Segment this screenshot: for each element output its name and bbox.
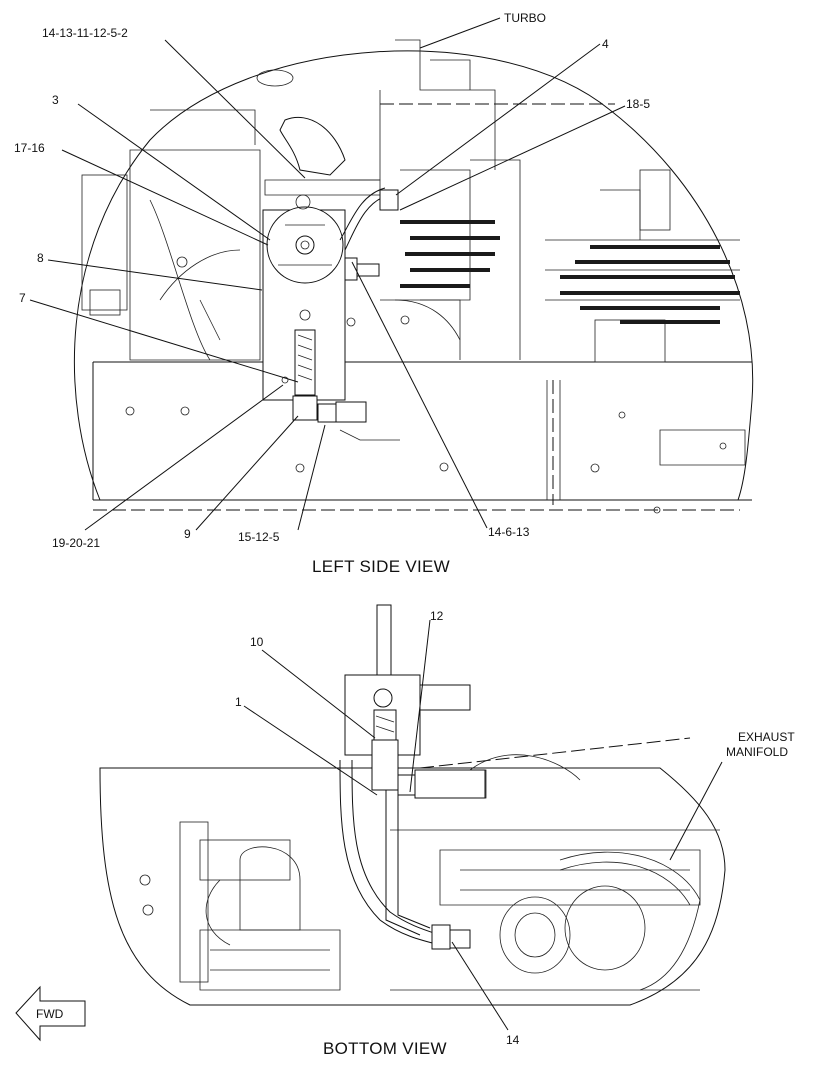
- callout-17-16: 17-16: [14, 141, 45, 155]
- callout-19-20-21: 19-20-21: [52, 536, 100, 550]
- callout-15-12-5: 15-12-5: [238, 530, 280, 544]
- valve-housing: [262, 187, 400, 441]
- left-side-view-caption: LEFT SIDE VIEW: [312, 557, 450, 576]
- callout-14-13-11-12-5-2: 14-13-11-12-5-2: [42, 26, 128, 40]
- callout-8: 8: [37, 251, 44, 265]
- bottom-view-outline: [99, 767, 726, 1006]
- bottom-dashed-line: [419, 737, 691, 769]
- bottom-view-caption: BOTTOM VIEW: [323, 1039, 447, 1058]
- callout-9: 9: [184, 527, 191, 541]
- callout-1: 1: [235, 695, 242, 709]
- leader-lines-left: [29, 17, 626, 531]
- callout-14-6-13: 14-6-13: [488, 525, 530, 539]
- callout-18-5: 18-5: [626, 97, 650, 111]
- frame-rail: [92, 361, 752, 501]
- callout-turbo: TURBO: [504, 11, 546, 25]
- cooler-fins: [400, 220, 740, 324]
- callout-3: 3: [52, 93, 59, 107]
- callout-12: 12: [430, 609, 444, 623]
- callout-10: 10: [250, 635, 264, 649]
- callout-exhaust-line1: EXHAUST: [738, 730, 795, 744]
- callout-7: 7: [19, 291, 26, 305]
- fwd-arrow: FWD: [15, 985, 86, 1042]
- fwd-label: FWD: [36, 1007, 64, 1021]
- leader-lines-bottom: [243, 619, 723, 1031]
- left-side-view: TURBO 14-13-11-12-5-2 4 3 18-5 17-16 8 7…: [14, 11, 754, 576]
- callout-14: 14: [506, 1033, 520, 1047]
- rail-bolts: [125, 406, 727, 514]
- callout-4: 4: [602, 37, 609, 51]
- callout-exhaust-line2: MANIFOLD: [726, 745, 788, 759]
- bottom-valve-block: [339, 604, 486, 950]
- bottom-view: 12 10 1 EXHAUST MANIFOLD 14 FWD BOTTOM V…: [15, 604, 795, 1058]
- left-view-outline: [73, 50, 754, 501]
